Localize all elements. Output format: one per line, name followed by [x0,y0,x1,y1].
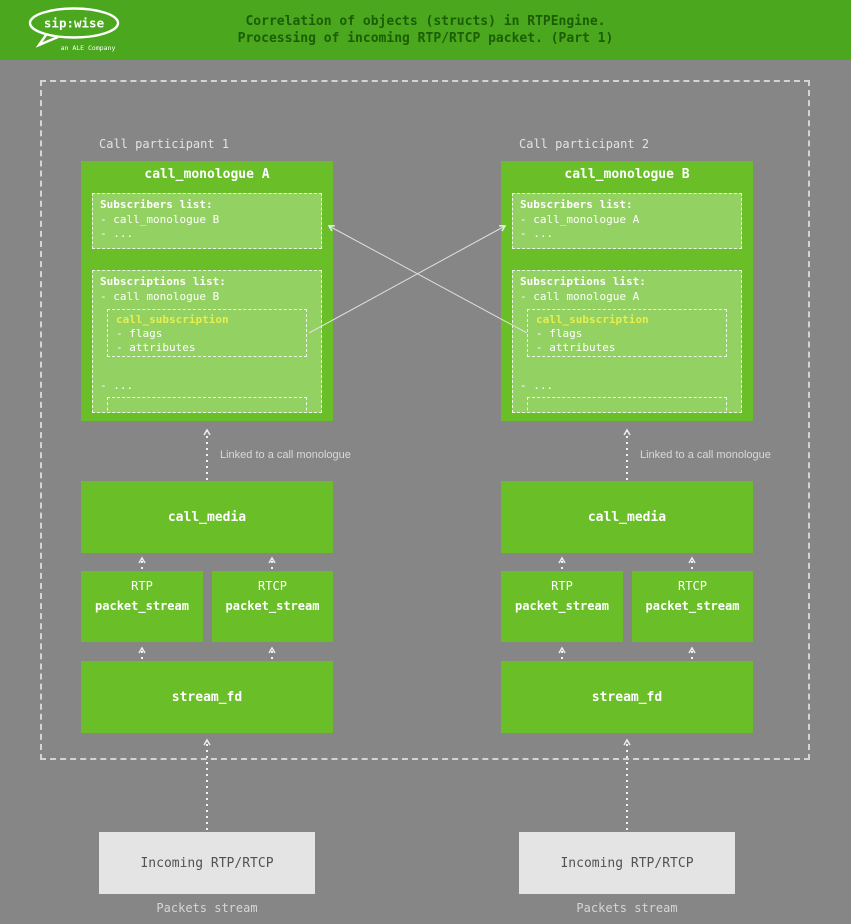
incoming-rtp-box: Incoming RTP/RTCP [519,832,735,894]
subscriber-item: - call_monologue B [100,212,220,226]
linked-label: Linked to a call monologue [640,449,771,461]
page-title-line2: Processing of incoming RTP/RTCP packet. … [237,31,614,46]
page-title: Correlation of objects (structs) in RTPE… [0,13,851,47]
subscribers-list-title: Subscribers list: [100,198,213,211]
stream-fd-title: stream_fd [591,689,663,705]
call-monologue-title: call_monologue B [564,167,690,182]
logo-brand-text: sip:wise [44,16,105,31]
engine-boundary-frame [40,80,810,760]
packet-stream-rtcp-box: RTCP packet_stream [212,571,333,642]
packet-stream-title: packet_stream [95,599,189,613]
packets-stream-label: Packets stream [156,901,258,915]
call-monologue-title: call_monologue A [144,167,270,182]
stream-fd-box: stream_fd [81,661,333,733]
packet-stream-title: packet_stream [645,599,740,613]
subscriber-item: - ... [100,227,134,240]
rtcp-label: RTCP [258,579,287,593]
call-monologue-box: call_monologue B Subscribers list: - cal… [501,161,753,421]
incoming-rtp-label: Incoming RTP/RTCP [140,855,274,871]
sipwise-logo: sip:wise an ALE Company [28,7,120,52]
subscription-field: - flags [536,327,583,340]
subscription-field: - attributes [536,341,616,354]
subscription-item: - call monologue B [100,289,220,303]
subscription-ghost-box [527,397,727,412]
participant-2-column: Call participant 2 call_monologue B Subs… [501,0,771,924]
incoming-rtp-box: Incoming RTP/RTCP [99,832,315,894]
participant-1-column: Call participant 1 call_monologue A Subs… [81,0,351,924]
call-media-title: call_media [587,509,667,525]
linked-label: Linked to a call monologue [220,449,351,461]
header-bar: sip:wise an ALE Company Correlation of o… [0,0,851,60]
subscriptions-list-box: Subscriptions list: - call monologue B c… [92,270,322,413]
call-subscription-box: call_subscription - flags - attributes [527,309,727,357]
packet-stream-rtp-box: RTP packet_stream [81,571,203,642]
subscribers-list-title: Subscribers list: [520,198,633,211]
rtcp-label: RTCP [678,579,707,593]
participant-caption: Call participant 1 [99,137,230,151]
rtp-label: RTP [551,579,573,593]
call-media-box: call_media [81,481,333,553]
subscription-field: - flags [116,327,163,340]
logo-tagline-text: an ALE Company [61,44,116,52]
call-media-box: call_media [501,481,753,553]
subscribers-list-box: Subscribers list: - call_monologue B - .… [92,193,322,249]
rtp-label: RTP [131,579,153,593]
packet-stream-title: packet_stream [515,599,609,613]
incoming-rtp-label: Incoming RTP/RTCP [560,855,694,871]
subscription-item: - call monologue A [520,289,640,303]
logo-bubble-tail-icon [35,34,59,48]
stream-fd-box: stream_fd [501,661,753,733]
subscriptions-list-title: Subscriptions list: [520,275,646,288]
call-subscription-title: call_subscription [116,313,229,326]
subscription-ghost-box [107,397,307,412]
participant-caption: Call participant 2 [519,137,650,151]
subscription-field: - attributes [116,341,196,354]
subscriber-item: - ... [520,227,554,240]
packets-stream-label: Packets stream [576,901,678,915]
packet-stream-rtcp-box: RTCP packet_stream [632,571,753,642]
subscriptions-more: - ... [520,379,554,392]
call-subscription-box: call_subscription - flags - attributes [107,309,307,357]
packet-stream-title: packet_stream [225,599,320,613]
stream-fd-title: stream_fd [171,689,243,705]
subscriptions-list-box: Subscriptions list: - call monologue A c… [512,270,742,413]
call-media-title: call_media [167,509,247,525]
packet-stream-rtp-box: RTP packet_stream [501,571,623,642]
call-subscription-title: call_subscription [536,313,649,326]
subscriptions-more: - ... [100,379,134,392]
call-monologue-box: call_monologue A Subscribers list: - cal… [81,161,333,421]
page-title-line1: Correlation of objects (structs) in RTPE… [245,14,606,29]
logo-bubble-icon [28,7,120,39]
subscriptions-list-title: Subscriptions list: [100,275,226,288]
subscriber-item: - call_monologue A [520,212,640,226]
subscribers-list-box: Subscribers list: - call_monologue A - .… [512,193,742,249]
